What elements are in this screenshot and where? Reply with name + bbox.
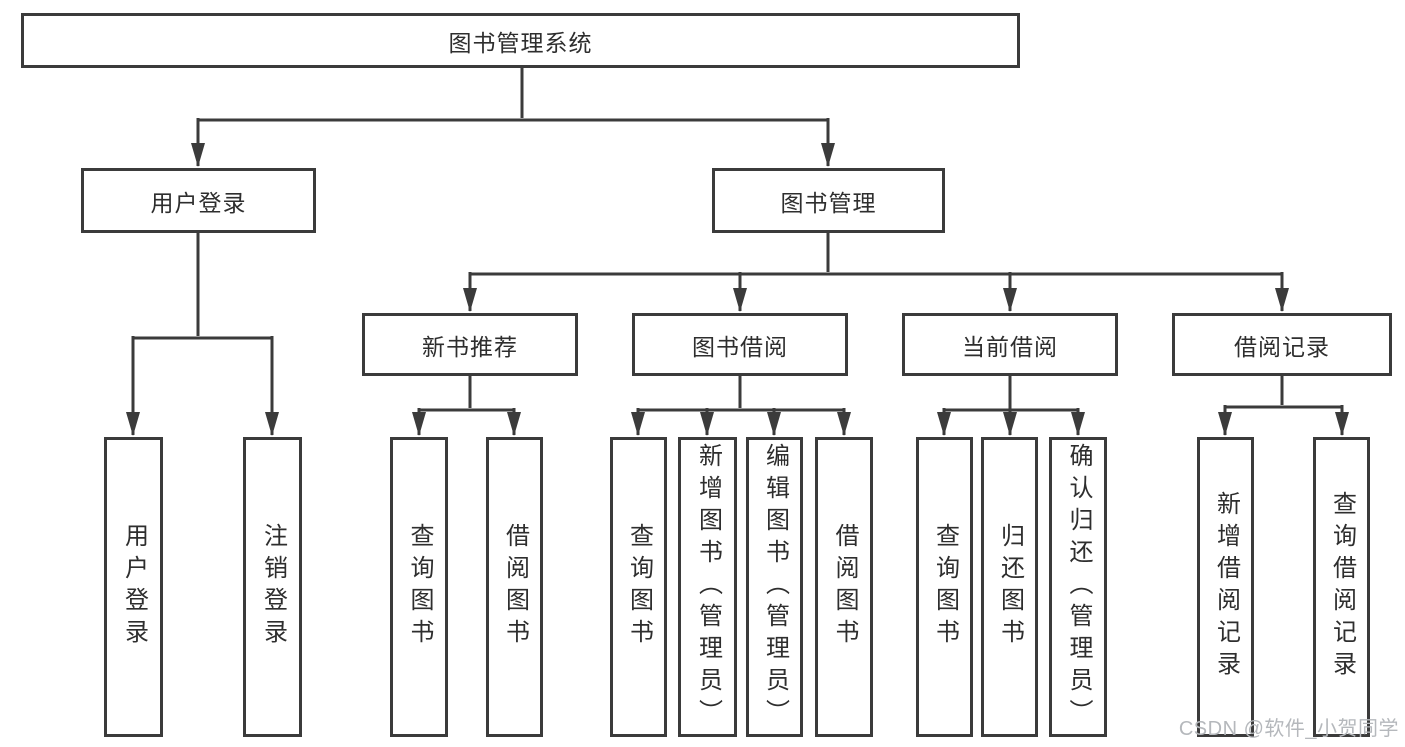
node-root: 图书管理系统: [21, 13, 1020, 68]
leaf-query-books-current: 查询图书: [916, 437, 973, 737]
node-book-borrow-label: 图书借阅: [692, 333, 788, 360]
leaf-confirm-return-admin: 确认归还（管理员）: [1049, 437, 1107, 737]
leaf-confirm-return-admin-label: 确认归还（管理员）: [1065, 443, 1092, 731]
leaf-query-books-current-label: 查询图书: [931, 523, 959, 651]
node-new-book-recommend: 新书推荐: [362, 313, 578, 376]
csdn-watermark: CSDN @软件_小贺同学: [1178, 718, 1399, 740]
node-book-management: 图书管理: [712, 168, 945, 233]
leaf-logout-label: 注销登录: [259, 523, 287, 651]
node-user-login-label: 用户登录: [150, 189, 247, 216]
node-new-book-recommend-label: 新书推荐: [422, 333, 518, 360]
leaf-edit-book-admin: 编辑图书（管理员）: [746, 437, 803, 737]
node-current-borrow: 当前借阅: [902, 313, 1118, 376]
leaf-user-login-label: 用户登录: [120, 523, 148, 651]
leaf-return-book-label: 归还图书: [996, 523, 1024, 651]
leaf-logout: 注销登录: [243, 437, 302, 737]
leaf-borrow-books-recommend: 借阅图书: [486, 437, 543, 737]
leaf-user-login: 用户登录: [104, 437, 163, 737]
leaf-borrow-books-2-label: 借阅图书: [831, 523, 858, 651]
leaf-query-books-borrow: 查询图书: [610, 437, 667, 737]
leaf-query-books-borrow-label: 查询图书: [625, 523, 653, 651]
node-root-label: 图书管理系统: [448, 29, 593, 56]
leaf-borrow-books-recommend-label: 借阅图书: [501, 523, 529, 651]
leaf-query-books-recommend: 查询图书: [390, 437, 448, 737]
node-current-borrow-label: 当前借阅: [962, 333, 1058, 360]
leaf-add-borrow-record: 新增借阅记录: [1197, 437, 1254, 737]
leaf-edit-book-admin-label: 编辑图书（管理员）: [761, 443, 789, 731]
leaf-add-borrow-record-label: 新增借阅记录: [1212, 491, 1240, 683]
leaf-query-books-recommend-label: 查询图书: [406, 523, 433, 651]
node-book-management-label: 图书管理: [780, 189, 877, 216]
node-borrow-records: 借阅记录: [1172, 313, 1392, 376]
node-user-login: 用户登录: [81, 168, 316, 233]
leaf-add-book-admin-label: 新增图书（管理员）: [694, 443, 722, 731]
node-borrow-records-label: 借阅记录: [1234, 333, 1330, 360]
leaf-query-borrow-record-label: 查询借阅记录: [1328, 491, 1356, 683]
leaf-add-book-admin: 新增图书（管理员）: [678, 437, 737, 737]
node-book-borrow: 图书借阅: [632, 313, 848, 376]
leaf-query-borrow-record: 查询借阅记录: [1313, 437, 1370, 737]
leaf-return-book: 归还图书: [981, 437, 1038, 737]
leaf-borrow-books-2: 借阅图书: [815, 437, 873, 737]
